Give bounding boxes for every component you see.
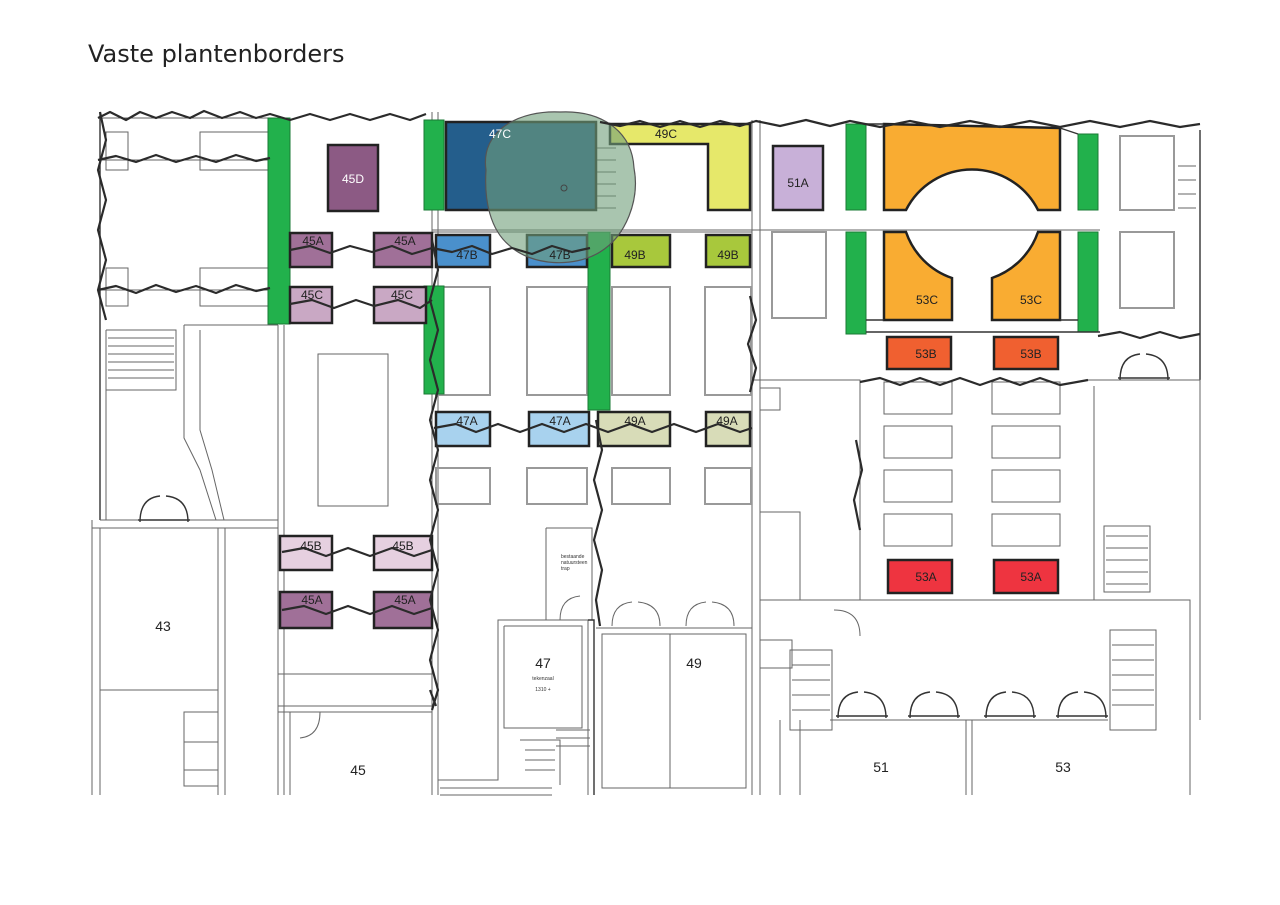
bed-label: 53A (915, 570, 936, 584)
hedge (267, 117, 291, 325)
bed-label: 45B (392, 539, 413, 553)
bed-label: 49A (716, 414, 737, 428)
doors (138, 353, 1170, 739)
bed-label: 49B (624, 248, 645, 262)
bed-label: 45B (300, 539, 321, 553)
bed-45b (278, 534, 334, 572)
hedge (845, 123, 867, 211)
bed-49b (704, 233, 752, 269)
hedge (423, 119, 445, 211)
stair-note: trap (561, 566, 570, 572)
climber-lines (96, 109, 1201, 711)
stair-note: natuursteen (561, 560, 588, 566)
bed-label: 53B (1020, 347, 1041, 361)
bed-label: 45A (394, 234, 415, 248)
house-number: 49 (686, 655, 702, 671)
bed-label: 49C (655, 127, 677, 141)
house-number: 53 (1055, 759, 1071, 775)
tree-canopy (484, 111, 636, 264)
room-note: tekenzaal (532, 676, 553, 682)
bed-53a (992, 558, 1060, 595)
bed-53a (886, 558, 954, 595)
bed-47a (527, 410, 591, 448)
hedge (845, 231, 867, 335)
bed-49b (610, 233, 672, 269)
bed-label: 45A (302, 234, 323, 248)
bed-49a (704, 410, 752, 448)
page-title: Vaste plantenborders (88, 40, 345, 68)
bed-53b (885, 335, 953, 371)
bed-label: 53C (1020, 293, 1042, 307)
bed-label: 45A (301, 593, 322, 607)
bed-label: 53A (1020, 570, 1041, 584)
bed-45a (278, 590, 334, 630)
bed-53b (992, 335, 1060, 371)
bed-label: 47B (456, 248, 477, 262)
house-numbers: 43 45 47 49 51 53 bestaande natuursteen … (155, 554, 1071, 778)
building-outlines (91, 112, 1201, 796)
bed-label: 53B (915, 347, 936, 361)
hedge (587, 231, 611, 411)
house-number: 45 (350, 762, 366, 778)
bed-label: 51A (787, 176, 808, 190)
planting-beds (278, 120, 1060, 630)
house-number: 47 (535, 655, 551, 671)
bed-47a (434, 410, 492, 448)
bed-label: 45C (391, 288, 413, 302)
bed-label: 47A (456, 414, 477, 428)
bed-labels: 45D 45A 45A 45C 45C 45B 45B 45A 45A 47C … (300, 127, 1042, 607)
bed-label: 45C (301, 288, 323, 302)
bed-45d (326, 143, 380, 213)
house-number: 43 (155, 618, 171, 634)
bed-51a (771, 144, 825, 212)
bed-53c-quatrefoil (866, 122, 1100, 333)
bed-label: 47C (489, 127, 511, 141)
bed-label: 53C (916, 293, 938, 307)
bed-label: 45D (342, 172, 364, 186)
dimension-note: 1310 + (535, 687, 551, 693)
bed-label: 47A (549, 414, 570, 428)
hedge (1077, 133, 1099, 211)
hedge (1077, 231, 1099, 333)
house-number: 51 (873, 759, 889, 775)
bed-label: 47B (549, 248, 570, 262)
bed-label: 49A (624, 414, 645, 428)
stair-note: bestaande (561, 554, 585, 560)
bed-label: 45A (394, 593, 415, 607)
hedges (267, 117, 1099, 411)
bed-label: 49B (717, 248, 738, 262)
